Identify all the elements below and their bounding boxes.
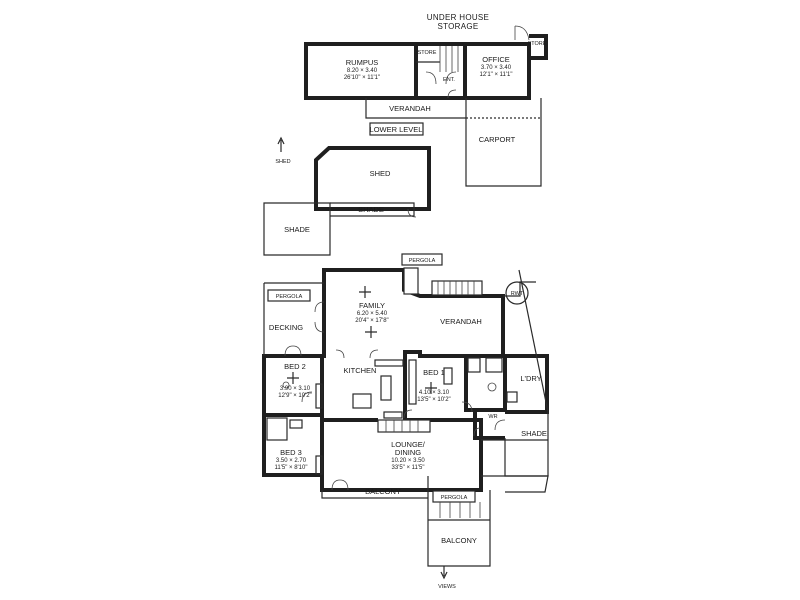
shed-marker [277, 136, 285, 152]
rumpus-imperial: 26'10" × 11'1" [344, 75, 380, 81]
carport-label: CARPORT [479, 135, 516, 144]
shed-label: SHED [370, 169, 391, 178]
pergola-top-label: PERGOLA [409, 258, 436, 264]
laundry-label: L'DRY [520, 374, 541, 383]
lounge-imperial: 33'5" × 11'5" [392, 465, 425, 471]
lower-level-tag [369, 122, 424, 136]
rumpus-name: RUMPUS [346, 58, 379, 67]
decking-pergola-outline [263, 253, 443, 356]
office-imperial: 12'1" × 11'1" [480, 72, 513, 78]
rwt-label: RWT [511, 291, 524, 297]
rainwater-tank [505, 281, 529, 305]
shed-building [263, 146, 431, 256]
family-imperial: 20'4" × 17'8" [355, 318, 388, 324]
entry-label: ENT. [443, 77, 455, 83]
bed3-name: BED 3 [280, 448, 302, 457]
balcony-lower-label: BALCONY [441, 536, 477, 545]
main-level-building [262, 268, 549, 492]
kitchen-label: KITCHEN [344, 366, 377, 375]
shade-shed-label: SHADE [358, 205, 384, 214]
shade-left-label: SHADE [284, 225, 310, 234]
shed-marker-label: SHED [275, 159, 290, 165]
lower-level-label: LOWER LEVEL [370, 125, 423, 134]
bed3-imperial: 11'5" × 8'10" [275, 465, 308, 471]
decking-label: DECKING [269, 323, 303, 332]
lounge-stairs [377, 419, 431, 433]
dining-name: DINING [395, 448, 421, 457]
lounge-name: LOUNGE/ [391, 440, 426, 449]
verandah-carport-outline [365, 98, 542, 187]
kitchen-fittings [352, 359, 404, 419]
door-swings [284, 301, 506, 491]
office-metric: 3.70 × 3.40 [481, 65, 512, 71]
lower-stairs [439, 46, 459, 72]
storage-label: STORAGE [437, 22, 478, 31]
pergola-left-label: PERGOLA [276, 294, 303, 300]
family-name: FAMILY [359, 301, 385, 310]
family-metric: 6.20 × 5.40 [357, 311, 388, 317]
bed1-name: BED 1 [423, 368, 445, 377]
ceiling-fixtures [287, 286, 437, 394]
balcony-outline [321, 476, 491, 567]
balcony-main-label: BALCONY [365, 487, 401, 496]
bed2-name: BED 2 [284, 362, 306, 371]
bed2-imperial: 12'9" × 10'2" [278, 393, 311, 399]
bed1-metric: 4.10 × 3.10 [419, 390, 450, 396]
rumpus-metric: 8.20 × 3.40 [347, 68, 378, 74]
views-label: VIEWS [438, 584, 456, 590]
bed1-fittings [408, 357, 518, 405]
verandah-lower-label: VERANDAH [389, 104, 431, 113]
under-house-label: UNDER HOUSE [427, 13, 489, 22]
views-arrow [440, 566, 448, 580]
lower-level-building [304, 25, 548, 100]
shade-right-label: SHADE [521, 429, 547, 438]
lounge-metric: 10.20 × 3.50 [391, 458, 425, 464]
bed1-imperial: 13'5" × 10'2" [417, 397, 450, 403]
upper-stairs [403, 267, 483, 296]
store-left-label: STORE [418, 50, 437, 56]
bed3-metric: 3.50 × 2.70 [276, 458, 307, 464]
store-right-label: STORE [528, 41, 547, 47]
verandah-upper-label: VERANDAH [440, 317, 482, 326]
bedroom-fittings [266, 381, 323, 475]
verandah-outline [481, 269, 549, 493]
pergola-bottom-label: PERGOLA [441, 495, 468, 501]
office-name: OFFICE [482, 55, 510, 64]
wr-label: WR [488, 414, 497, 420]
bed2-metric: 3.90 × 3.10 [280, 386, 311, 392]
